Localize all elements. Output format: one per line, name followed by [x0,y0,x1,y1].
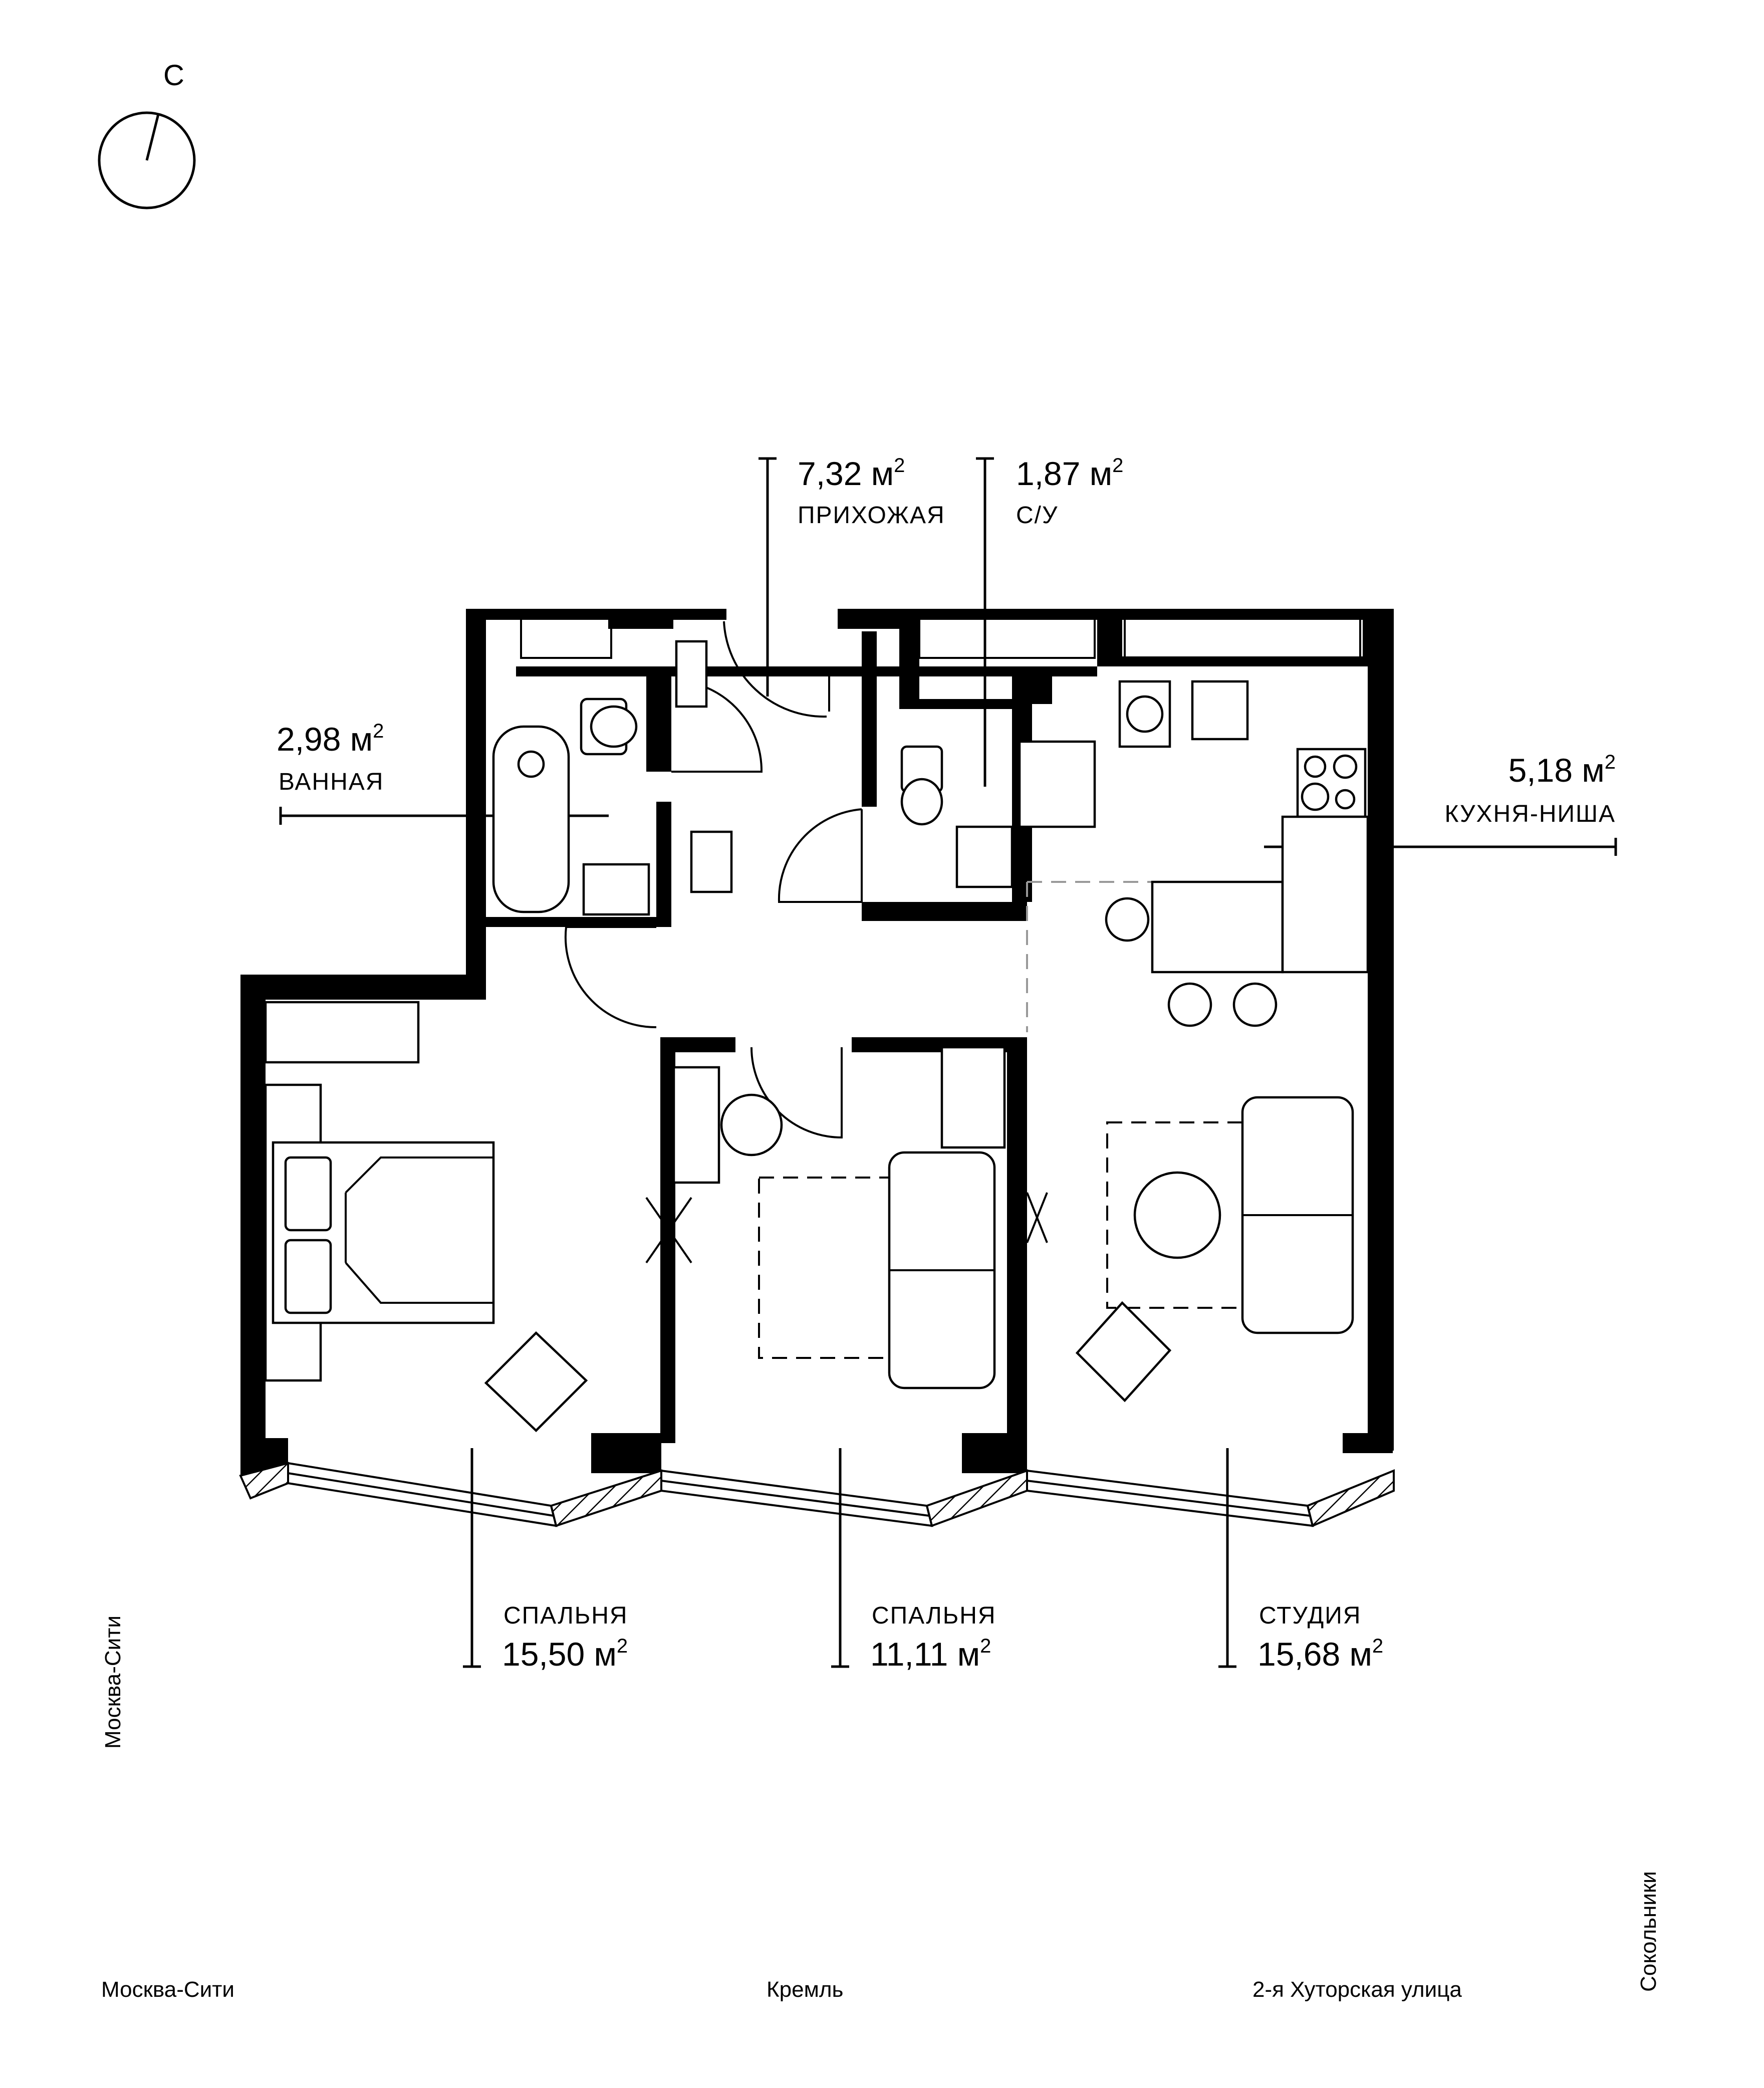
kitchen-island [1151,880,1284,974]
kitchen-sink [1191,680,1249,741]
desk [672,1066,720,1184]
room-area: 7,32 м [798,455,894,492]
svg-text:5,18 м2: 5,18 м2 [1508,751,1616,789]
room-area: 11,11 м [870,1636,980,1673]
room-label-studio: СТУДИЯ 15,68 м2 [1218,1448,1383,1673]
room-name: СПАЛЬНЯ [872,1602,996,1629]
bathtub [492,725,570,913]
room-area: 2,98 м [277,721,373,758]
sink [582,863,650,916]
armchair [484,1331,588,1433]
door-bedroom1 [564,926,657,1029]
door-wc [778,808,863,903]
room-name: ПРИХОЖАЯ [798,502,945,529]
walls [240,609,1394,1476]
fridge [1018,740,1096,828]
window [918,613,1096,659]
svg-text:11,11 м2: 11,11 м2 [870,1635,991,1673]
room-name: СТУДИЯ [1259,1602,1361,1629]
sink [955,825,1014,888]
stool [720,1093,783,1156]
bar-stool [1232,982,1278,1027]
compass-north-label: С [163,59,184,92]
window [1124,613,1361,659]
room-area: 5,18 м [1508,752,1605,789]
compass-circle [98,111,196,209]
room-label-bedroom1: СПАЛЬНЯ 15,50 м2 [463,1448,628,1673]
pillow [284,1239,332,1314]
room-label-wc: 1,87 м2 С/У [976,454,1123,787]
direction-bottom-right: 2-я Хуторская улица [1252,1977,1462,2002]
svg-text:15,68 м2: 15,68 м2 [1257,1635,1383,1673]
room-name: СПАЛЬНЯ [503,1602,628,1629]
room-area: 15,68 м [1257,1636,1372,1673]
room-name: ВАННАЯ [279,769,384,795]
wardrobe [940,1046,1006,1149]
wardrobe [264,1001,420,1064]
window [660,1469,933,1527]
door-entrance [723,621,830,718]
direction-left-vertical: Москва-Сити [101,1615,125,1749]
bar-stool [1105,897,1150,942]
shelf [675,640,708,708]
room-name: С/У [1016,502,1059,529]
bottom-facade [239,1462,1395,1527]
window [287,1462,558,1527]
room-area: 15,50 м [502,1636,617,1673]
room-label-bedroom2: СПАЛЬНЯ 11,11 м2 [831,1448,996,1673]
room-label-hallway: 7,32 м2 ПРИХОЖАЯ [759,454,945,697]
svg-text:15,50 м2: 15,50 м2 [502,1635,628,1673]
direction-bottom-center: Кремль [767,1977,843,2002]
bar-stool [1167,982,1212,1027]
svg-text:7,32 м2: 7,32 м2 [798,454,905,492]
room-name: КУХНЯ-НИША [1445,801,1616,827]
compass-needle [145,114,160,161]
coffee-table [1133,1171,1221,1259]
door-bath [671,683,763,773]
svg-text:1,87 м2: 1,87 м2 [1016,454,1123,492]
svg-text:2,98 м2: 2,98 м2 [277,720,384,758]
pillow [284,1156,332,1232]
window [1026,1469,1314,1527]
window [520,613,612,659]
armchair [1075,1301,1172,1403]
compass: С [98,59,196,209]
washing-machine [690,830,733,893]
direction-bottom-left: Москва-Сити [101,1977,234,2002]
counter [1281,815,1369,974]
direction-right-vertical: Сокольники [1636,1871,1661,1992]
room-area: 1,87 м [1016,455,1112,492]
furniture [264,640,1369,1433]
